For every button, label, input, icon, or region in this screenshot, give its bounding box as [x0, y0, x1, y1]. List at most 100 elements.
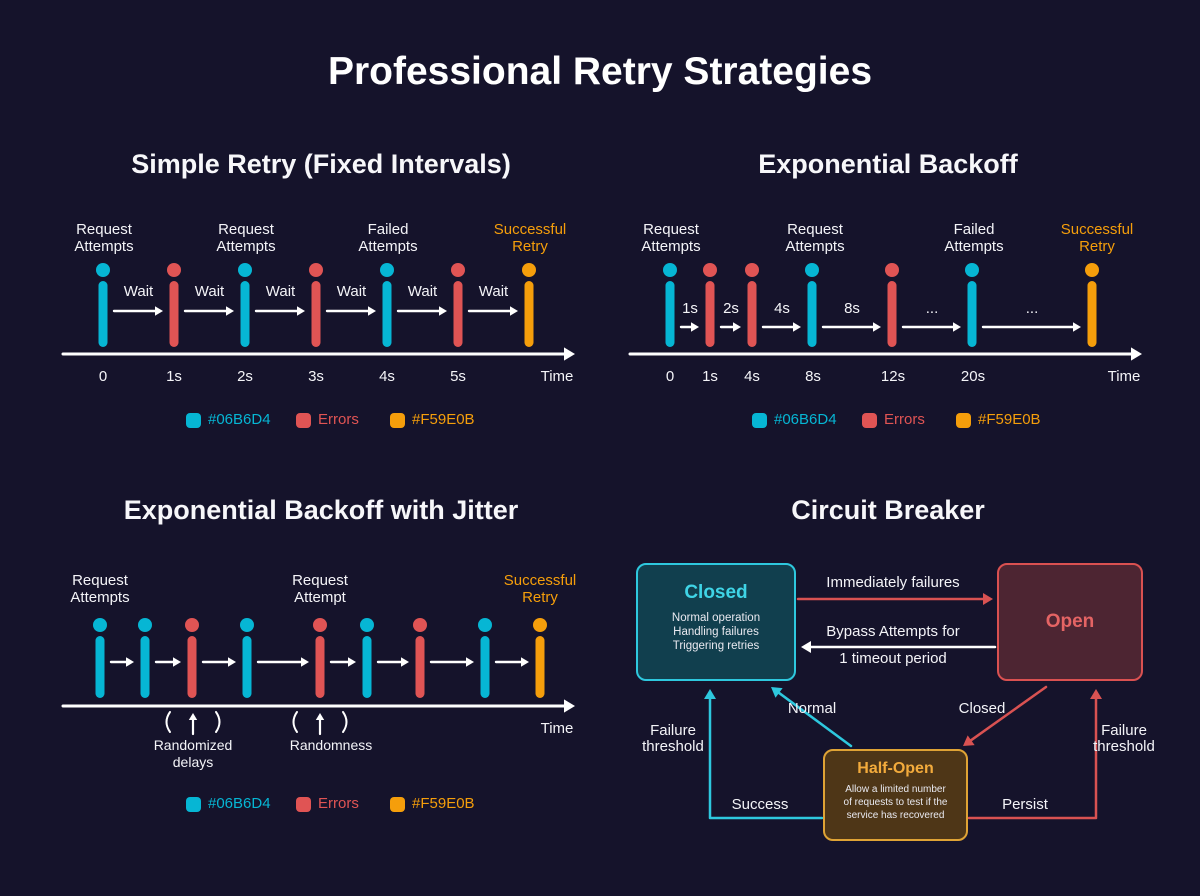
- state-title-closed: Closed: [684, 582, 748, 603]
- section-title-circuit-breaker: Circuit Breaker: [791, 495, 985, 525]
- legend-swatch: [752, 413, 767, 428]
- gap-arrow-head: [401, 657, 409, 667]
- marker-bar: [242, 636, 252, 698]
- transition-open-to-closed-head: [801, 641, 811, 653]
- marker-dot: [745, 263, 759, 277]
- gap-arrow-head: [439, 306, 447, 316]
- timeline-group-label: Request Attempts: [641, 221, 701, 255]
- gap-arrow-head: [733, 322, 741, 332]
- tick-label: 0: [98, 368, 108, 385]
- annotation-brace-right: [342, 711, 348, 733]
- legend-label: Errors: [884, 411, 925, 428]
- marker-bar: [187, 636, 197, 698]
- state-title-open: Open: [1045, 611, 1095, 632]
- gap-label: Wait: [478, 283, 509, 300]
- marker-dot: [451, 263, 465, 277]
- tick-label: 20s: [960, 368, 986, 385]
- transition-label: Persist: [1002, 796, 1048, 813]
- annotation-brace-right: [215, 711, 221, 733]
- annotation-arrow-head: [188, 713, 198, 720]
- transition-label: Closed: [958, 700, 1006, 717]
- marker-dot: [533, 618, 547, 632]
- timeline-group-label: Request Attempts: [74, 221, 134, 255]
- marker-bar: [382, 281, 392, 347]
- marker-dot: [96, 263, 110, 277]
- marker-bar: [415, 636, 425, 698]
- marker-dot: [478, 618, 492, 632]
- marker-bar: [453, 281, 463, 347]
- marker-bar: [311, 281, 321, 347]
- legend-swatch: [390, 797, 405, 812]
- gap-arrow-head: [691, 322, 699, 332]
- legend-label: #06B6D4: [208, 411, 271, 428]
- time-axis-head: [564, 699, 575, 713]
- marker-bar: [535, 636, 545, 698]
- gap-arrow-head: [368, 306, 376, 316]
- marker-dot: [965, 263, 979, 277]
- transition-halfopen-to-closed-left: [708, 697, 824, 820]
- state-title-half-open: Half-Open: [857, 760, 934, 777]
- legend-label: #06B6D4: [208, 795, 271, 812]
- gap-arrow-head: [521, 657, 529, 667]
- gap-label: ...: [1025, 300, 1039, 317]
- gap-label: Wait: [407, 283, 438, 300]
- tick-label: 5s: [450, 368, 466, 385]
- marker-dot: [663, 263, 677, 277]
- annotation-label: Randomness: [289, 737, 373, 753]
- tick-label: 12s: [880, 368, 906, 385]
- gap-arrow-head: [1073, 322, 1081, 332]
- state-body-closed: Normal operation Handling failures Trigg…: [671, 612, 761, 652]
- time-label: Time: [540, 720, 574, 737]
- marker-bar: [705, 281, 715, 347]
- annotation-brace-left: [165, 711, 171, 733]
- timeline-group-label: Request Attempts: [70, 572, 130, 606]
- marker-dot: [805, 263, 819, 277]
- tick-label: 1s: [166, 368, 182, 385]
- gap-arrow-head: [873, 322, 881, 332]
- gap-label: 4s: [774, 300, 790, 317]
- gap-arrow-head: [226, 306, 234, 316]
- marker-bar: [665, 281, 675, 347]
- marker-dot: [93, 618, 107, 632]
- marker-dot: [138, 618, 152, 632]
- state-body-half-open: Allow a limited number of requests to te…: [843, 784, 948, 821]
- annotation-arrow-head: [315, 713, 325, 720]
- time-axis-head: [564, 347, 575, 361]
- transition-label: Bypass Attempts for: [826, 623, 960, 640]
- transition-closed-to-open-head: [983, 593, 993, 605]
- timeline-group-label: Request Attempt: [292, 572, 348, 606]
- gap-label: Wait: [194, 283, 225, 300]
- transition-label: Success: [731, 796, 789, 813]
- marker-dot: [240, 618, 254, 632]
- section-title-simple-retry: Simple Retry (Fixed Intervals): [131, 149, 511, 179]
- gap-arrow-head: [466, 657, 474, 667]
- gap-arrow-head: [228, 657, 236, 667]
- marker-dot: [360, 618, 374, 632]
- legend-label: #06B6D4: [774, 411, 837, 428]
- gap-arrow-head: [348, 657, 356, 667]
- marker-bar: [362, 636, 372, 698]
- marker-dot: [885, 263, 899, 277]
- gap-label: Wait: [336, 283, 367, 300]
- marker-bar: [967, 281, 977, 347]
- marker-bar: [169, 281, 179, 347]
- timeline-group-label: Request Attempts: [216, 221, 276, 255]
- legend-swatch: [390, 413, 405, 428]
- marker-dot: [313, 618, 327, 632]
- transition-open-to-halfopen-diagonal-head: [963, 735, 975, 746]
- marker-bar: [480, 636, 490, 698]
- gap-label: 2s: [723, 300, 739, 317]
- marker-dot: [238, 263, 252, 277]
- gap-arrow-head: [297, 306, 305, 316]
- state-box-open: Open: [997, 563, 1143, 681]
- marker-bar: [524, 281, 534, 347]
- legend-label: #F59E0B: [412, 795, 475, 812]
- transition-label: Failure threshold: [1093, 722, 1155, 755]
- gap-label: Wait: [265, 283, 296, 300]
- timeline-group-label: Successful Retry: [1060, 221, 1134, 255]
- legend-label: #F59E0B: [412, 411, 475, 428]
- transition-halfopen-to-closed-diagonal: [777, 691, 853, 748]
- gap-arrow-head: [173, 657, 181, 667]
- marker-dot: [167, 263, 181, 277]
